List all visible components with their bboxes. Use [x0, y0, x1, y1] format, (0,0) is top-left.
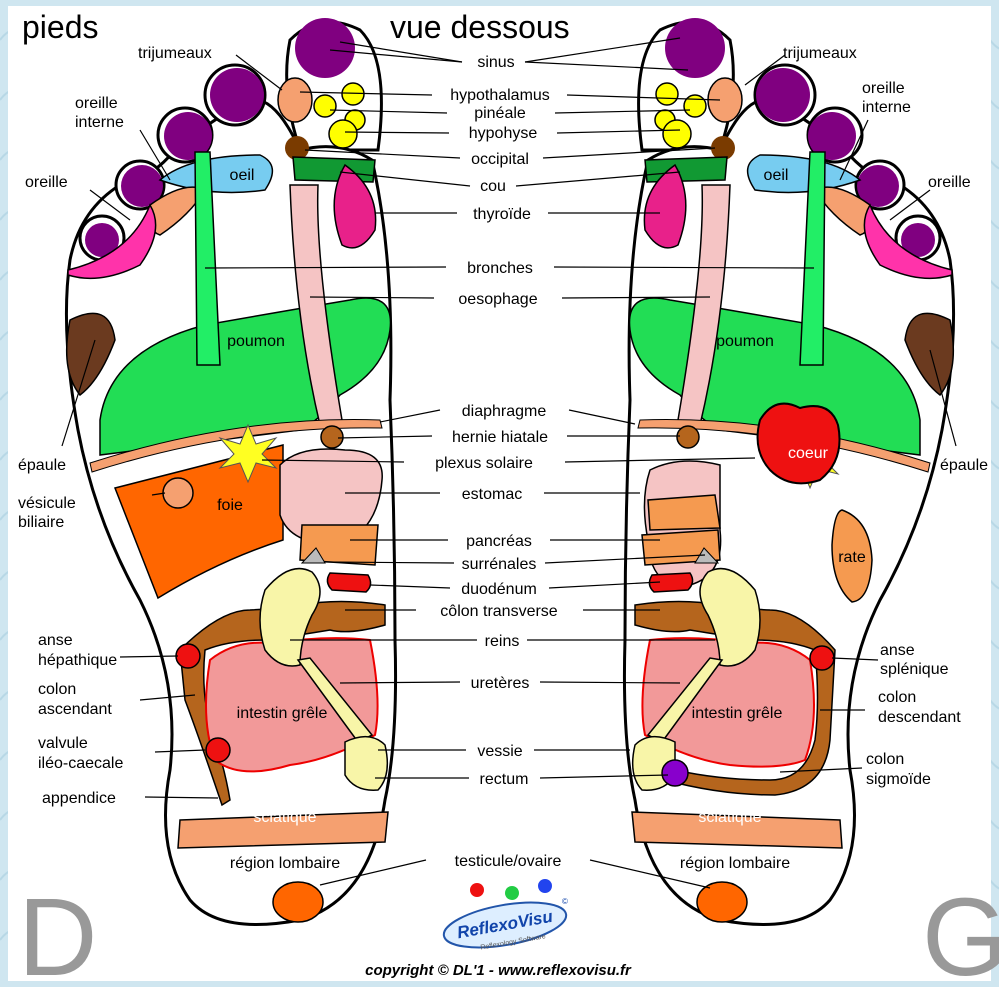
- label-reins: reins: [485, 633, 520, 650]
- label-oreille-interne-right-1: oreille: [862, 80, 905, 97]
- label-foie: foie: [217, 497, 243, 514]
- label-vesicule-2: biliaire: [18, 514, 64, 531]
- side-letter-g: G: [922, 876, 999, 987]
- label-anse-right-2: splénique: [880, 661, 949, 678]
- testicule-zone: [273, 882, 323, 922]
- vesicule-zone: [163, 478, 193, 508]
- label-duodenum: duodénum: [461, 581, 537, 598]
- label-thyroide: thyroïde: [473, 206, 531, 223]
- title-center: vue dessous: [390, 9, 570, 45]
- label-plexus-solaire: plexus solaire: [435, 455, 533, 472]
- label-lombaire-right: région lombaire: [230, 855, 340, 872]
- label-occipital: occipital: [471, 151, 529, 168]
- label-trijumeaux-left: trijumeaux: [138, 45, 212, 62]
- label-oreille-right: oreille: [928, 174, 971, 191]
- duodenum-zone: [327, 573, 370, 592]
- label-colon-sig-2: sigmoïde: [866, 771, 931, 788]
- copyright-text: copyright © DL'1 - www.reflexovisu.fr: [365, 962, 632, 979]
- label-colon-asc-1: colon: [38, 681, 76, 698]
- label-valvule-1: valvule: [38, 735, 88, 752]
- label-colon-desc-2: descendant: [878, 709, 961, 726]
- label-colon-asc-2: ascendant: [38, 701, 112, 718]
- label-epaule-left: épaule: [18, 457, 66, 474]
- label-vessie: vessie: [477, 743, 522, 760]
- label-epaule-right: épaule: [940, 457, 988, 474]
- label-anse-left-1: anse: [38, 632, 73, 649]
- label-bronches: bronches: [467, 260, 533, 277]
- title-left: pieds: [22, 9, 99, 45]
- toe-2-sinus: [210, 68, 264, 122]
- label-intestin-right: intestin grêle: [237, 705, 328, 722]
- label-hypothalamus: hypothalamus: [450, 87, 550, 104]
- label-rectum: rectum: [480, 771, 529, 788]
- label-oreille-left: oreille: [25, 174, 68, 191]
- valvule-zone: [206, 738, 230, 762]
- label-estomac: estomac: [462, 486, 522, 503]
- label-anse-right-1: anse: [880, 642, 915, 659]
- label-oreille-interne-right-2: interne: [862, 99, 911, 116]
- label-colon-transverse: côlon transverse: [440, 603, 557, 620]
- label-poumon-right: poumon: [227, 333, 285, 350]
- logo-registered: ©: [562, 897, 568, 906]
- label-intestin-left: intestin grêle: [692, 705, 783, 722]
- label-hypophyse: hypohyse: [469, 125, 538, 142]
- label-anse-left-2: hépathique: [38, 652, 117, 669]
- hernie-hiatale-zone: [321, 426, 343, 448]
- label-oreille-interne-left-2: interne: [75, 114, 124, 131]
- label-lombaire-left: région lombaire: [680, 855, 790, 872]
- label-oeil-left: oeil: [764, 167, 789, 184]
- side-letter-d: D: [18, 876, 97, 987]
- cou-zone: [293, 157, 375, 182]
- label-rate: rate: [838, 549, 866, 566]
- label-testicule-ovaire: testicule/ovaire: [455, 853, 562, 870]
- anse-hepathique-zone: [176, 644, 200, 668]
- label-pineale: pinéale: [474, 105, 526, 122]
- label-diaphragme: diaphragme: [462, 403, 547, 420]
- trijumeaux-zone: [278, 78, 312, 122]
- label-sciatique-right: sciatique: [253, 809, 316, 826]
- label-sinus: sinus: [477, 54, 514, 71]
- label-oeil-right: oeil: [230, 167, 255, 184]
- vessie-zone: [345, 737, 387, 791]
- label-oesophage: oesophage: [458, 291, 537, 308]
- hypophyse-zone: [329, 120, 357, 148]
- label-colon-sig-1: colon: [866, 751, 904, 768]
- label-sciatique-left: sciatique: [698, 809, 761, 826]
- label-oreille-interne-left-1: oreille: [75, 95, 118, 112]
- label-cou: cou: [480, 178, 506, 195]
- label-hernie-hiatale: hernie hiatale: [452, 429, 548, 446]
- label-trijumeaux-right: trijumeaux: [783, 45, 857, 62]
- label-colon-desc-1: colon: [878, 689, 916, 706]
- sinus-big-toe: [295, 18, 355, 78]
- label-valvule-2: iléo-caecale: [38, 755, 123, 772]
- label-coeur: coeur: [788, 445, 829, 462]
- label-surrenales: surrénales: [462, 556, 537, 573]
- label-ureteres: uretères: [471, 675, 530, 692]
- label-vesicule-1: vésicule: [18, 495, 76, 512]
- label-poumon-left: poumon: [716, 333, 774, 350]
- label-appendice: appendice: [42, 790, 116, 807]
- label-pancreas: pancréas: [466, 533, 532, 550]
